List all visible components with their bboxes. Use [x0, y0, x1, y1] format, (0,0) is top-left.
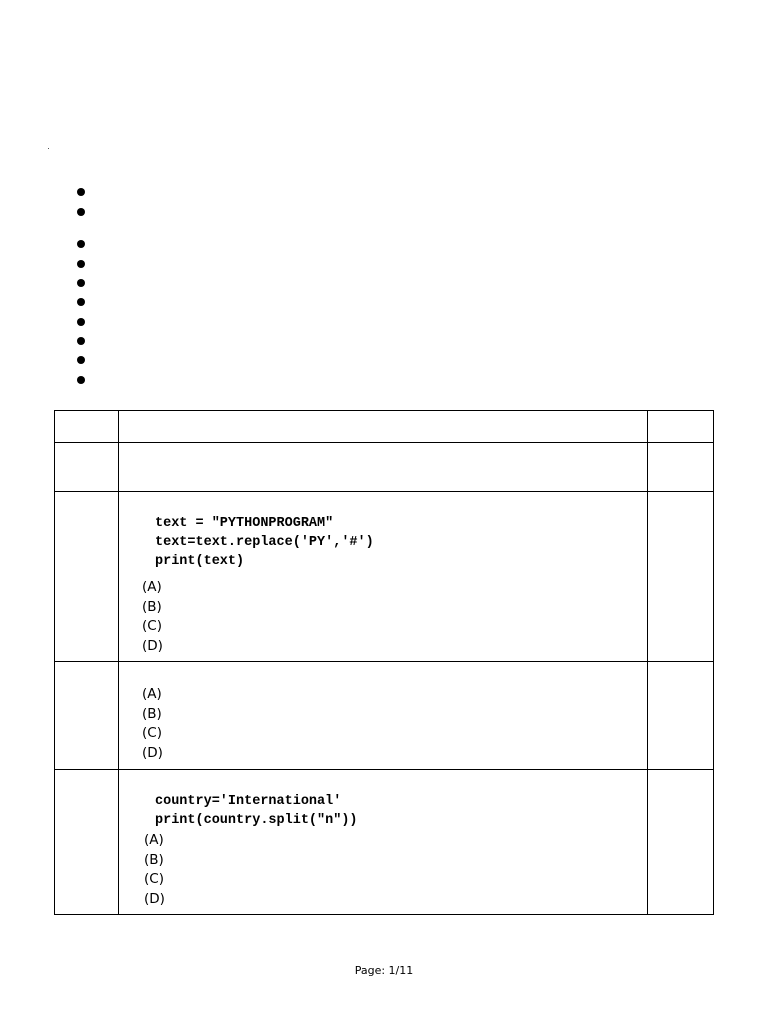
code-line: text=text.replace('PY','#')	[155, 535, 374, 550]
option-d: (D)	[142, 637, 163, 654]
option-list: (A) (B) (C) (D)	[142, 685, 163, 763]
option-b: (B)	[142, 705, 162, 722]
stray-dot-mark	[48, 148, 49, 149]
option-c: (C)	[142, 618, 162, 634]
bullet-icon	[77, 318, 85, 326]
option-d: (D)	[142, 744, 163, 761]
bullet-icon	[77, 208, 85, 216]
bullet-icon	[77, 376, 85, 384]
bullet-icon	[77, 337, 85, 345]
option-c: (C)	[144, 871, 164, 887]
bullet-icon	[77, 240, 85, 248]
row-divider	[55, 442, 713, 443]
row-divider	[55, 661, 713, 662]
code-snippet: country='International' print(country.sp…	[155, 792, 358, 830]
option-d: (D)	[144, 890, 165, 907]
column-divider	[118, 411, 119, 914]
column-divider	[647, 411, 648, 914]
code-line: print(text)	[155, 554, 245, 569]
code-line: country='International'	[155, 794, 342, 809]
code-snippet: text = "PYTHONPROGRAM" text=text.replace…	[155, 514, 374, 571]
question-table: text = "PYTHONPROGRAM" text=text.replace…	[54, 410, 714, 915]
option-list: (A) (B) (C) (D)	[144, 831, 165, 909]
option-a: (A)	[144, 832, 164, 848]
bullet-icon	[77, 260, 85, 268]
bullet-icon	[77, 356, 85, 364]
code-line: print(country.split("n"))	[155, 813, 358, 828]
bullet-icon	[77, 279, 85, 287]
code-line: text = "PYTHONPROGRAM"	[155, 516, 334, 531]
option-list: (A) (B) (C) (D)	[142, 578, 163, 656]
bullet-icon	[77, 298, 85, 306]
option-c: (C)	[142, 725, 162, 741]
option-b: (B)	[142, 598, 162, 615]
option-b: (B)	[144, 851, 164, 868]
bullet-icon	[77, 188, 85, 196]
option-a: (A)	[142, 579, 162, 595]
row-divider	[55, 491, 713, 492]
option-a: (A)	[142, 686, 162, 702]
row-divider	[55, 769, 713, 770]
page-number-footer: Page: 1/11	[354, 964, 414, 977]
